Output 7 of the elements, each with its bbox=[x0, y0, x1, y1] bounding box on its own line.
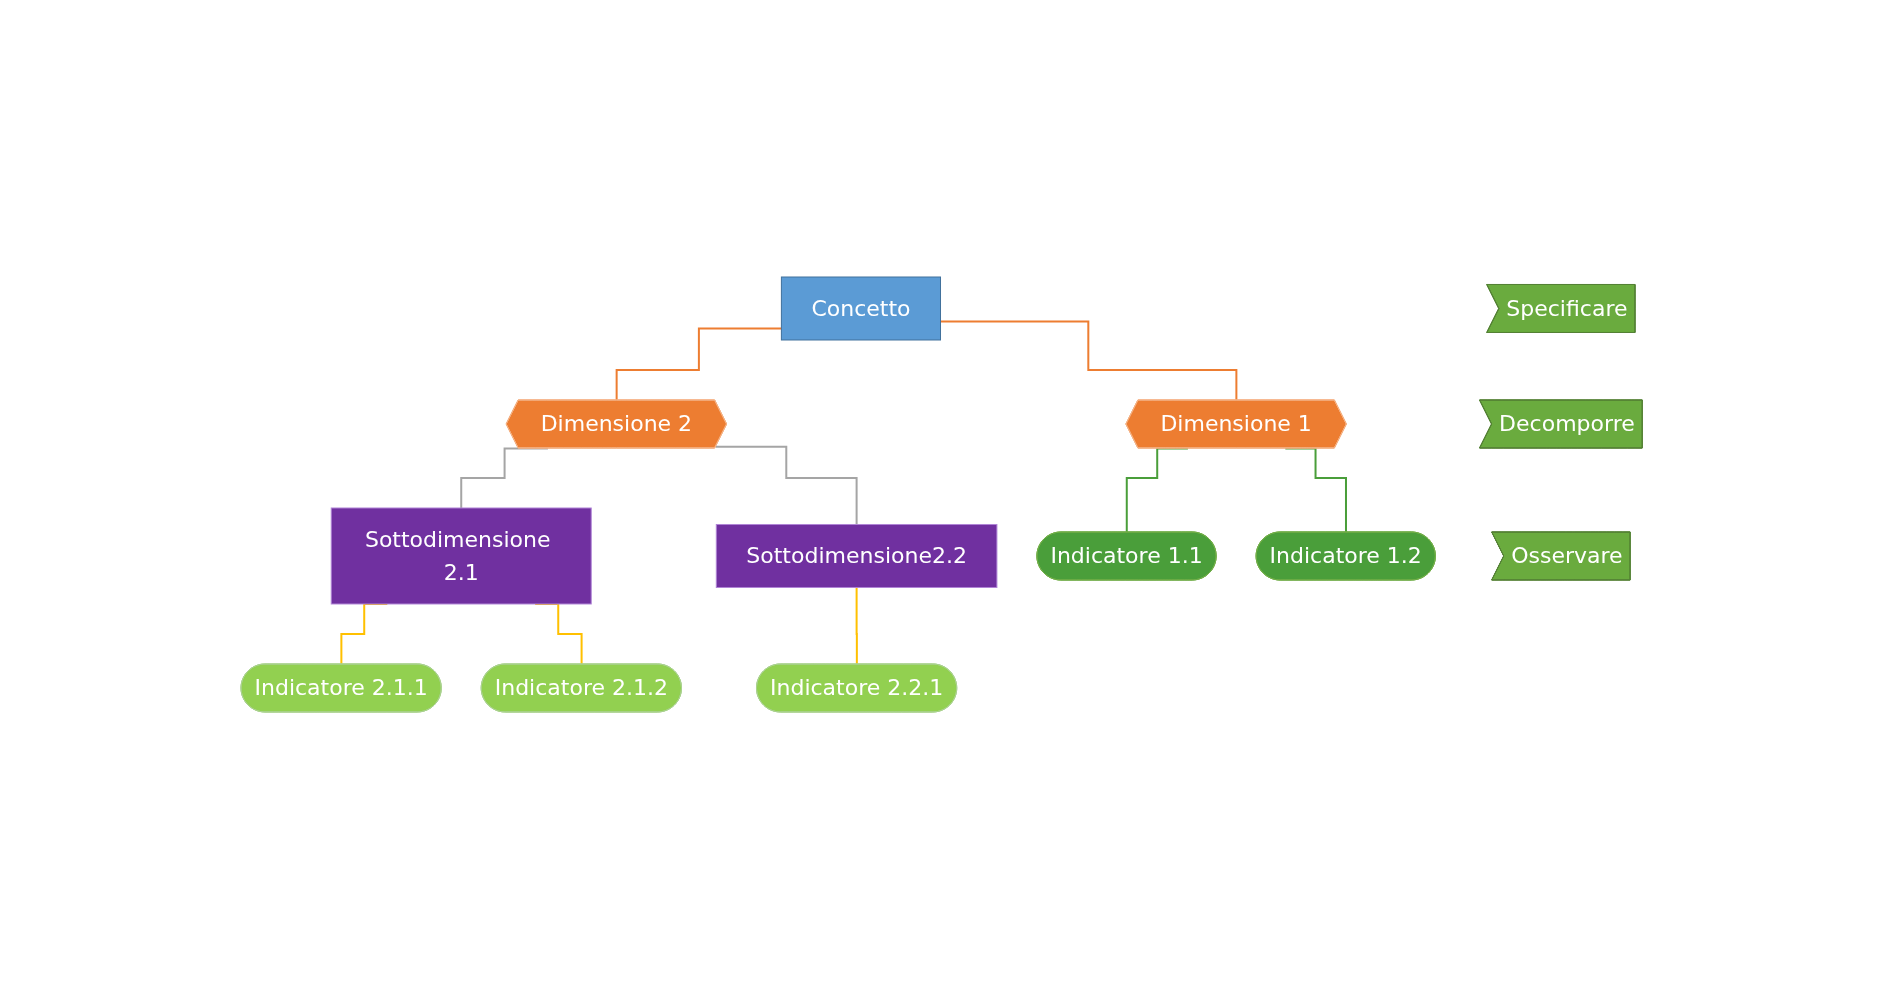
connector bbox=[714, 445, 858, 525]
node-box: Sottodimensione 2.1 bbox=[330, 507, 592, 604]
connector bbox=[615, 327, 783, 401]
connector bbox=[939, 320, 1238, 401]
node-box: Concetto bbox=[780, 276, 941, 340]
connector bbox=[855, 586, 858, 665]
node-box: Sottodimensione2.2 bbox=[715, 523, 998, 588]
